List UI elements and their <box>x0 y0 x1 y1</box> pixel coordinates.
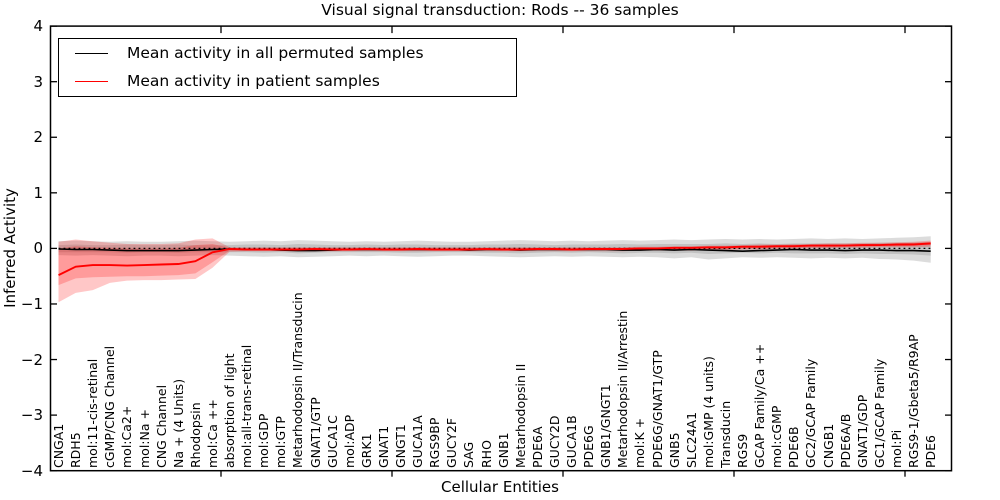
legend-label-permuted: Mean activity in all permuted samples <box>127 44 424 62</box>
legend: Mean activity in all permuted samples Me… <box>58 38 517 97</box>
legend-label-patient: Mean activity in patient samples <box>127 72 380 90</box>
x-tick-label: PDE6B <box>786 426 802 468</box>
legend-line-patient-icon <box>75 80 108 82</box>
x-tick-label: mol:GMP (4 units) <box>700 356 716 468</box>
x-tick-label: GC2/GCAP Family <box>803 358 819 468</box>
y-tick-label: 4 <box>33 17 43 36</box>
x-tick-label: GNAT1/GDP <box>854 394 870 468</box>
x-tick-label: GC1/GCAP Family <box>871 358 887 468</box>
x-tick-label: mol:Ca2+ <box>119 405 135 468</box>
x-tick-label: CNG Channel <box>153 384 169 468</box>
y-tick-label: 1 <box>33 183 43 202</box>
x-tick-label: GNB1 <box>495 432 511 468</box>
x-tick-label: Metarhodopsin II/Arrestin <box>615 310 631 468</box>
y-tick-label: 2 <box>33 128 43 147</box>
x-tick-label: mol:cGMP <box>769 405 785 468</box>
x-tick-label: GNAT1/GTP <box>307 397 323 468</box>
y-tick-label: −2 <box>20 350 43 369</box>
y-tick-label: 3 <box>33 72 43 91</box>
x-tick-label: PDE6 <box>923 434 939 468</box>
x-tick-label: GNB5 <box>666 432 682 468</box>
x-tick-label: GUCA1C <box>324 415 340 468</box>
x-tick-label: mol:GTP <box>273 416 289 468</box>
x-tick-label: PDE6A/B <box>837 413 853 468</box>
legend-entry-patient: Mean activity in patient samples <box>59 67 516 95</box>
x-tick-label: GNB1/GNGT1 <box>598 384 614 468</box>
x-tick-label: RHO <box>478 440 494 468</box>
x-tick-label: mol:11-cis-retinal <box>85 358 101 468</box>
y-tick-label: −3 <box>20 406 43 425</box>
x-tick-label: Rhodopsin <box>187 402 203 468</box>
x-tick-label: Transducin <box>717 400 733 468</box>
x-tick-label: Metarhodopsin II/Transducin <box>290 292 306 468</box>
x-tick-label: mol:Na + <box>136 409 152 468</box>
x-tick-label: cGMP/CNG Channel <box>102 345 118 468</box>
x-tick-label: RDH5 <box>68 432 84 468</box>
x-tick-label: RGS9BP <box>427 417 443 468</box>
x-tick-label: RGS9-1/Gbeta5/R9AP <box>906 334 922 468</box>
x-tick-label: mol:ADP <box>341 414 357 468</box>
x-tick-label: mol:all-trans-retinal <box>239 344 255 468</box>
x-tick-label: Na + (4 Units) <box>170 378 186 468</box>
x-tick-label: mol:Pi <box>888 429 904 468</box>
x-tick-label: GUCY2D <box>546 415 562 468</box>
y-tick-label: 0 <box>33 239 43 258</box>
x-tick-label: GUCY2F <box>444 417 460 468</box>
x-tick-label: mol:K + <box>632 417 648 468</box>
x-tick-label: PDE6G <box>581 425 597 468</box>
x-tick-label: PDE6G/GNAT1/GTP <box>649 350 665 468</box>
x-tick-label: GRK1 <box>358 433 374 468</box>
x-tick-label: mol:GDP <box>256 413 272 468</box>
y-axis-title: Inferred Activity <box>1 188 19 308</box>
y-tick-label: −4 <box>20 461 43 480</box>
chart-title: Visual signal transduction: Rods -- 36 s… <box>321 1 679 19</box>
legend-line-permuted-icon <box>75 52 108 54</box>
x-tick-label: SLC24A1 <box>683 411 699 468</box>
x-tick-label: GUCA1A <box>410 415 426 468</box>
x-axis-title: Cellular Entities <box>441 478 559 496</box>
x-tick-label: CNGB1 <box>820 423 836 468</box>
legend-entry-permuted: Mean activity in all permuted samples <box>59 39 516 67</box>
x-tick-label: mol:Ca ++ <box>204 399 220 468</box>
patient-mean-line <box>58 242 931 276</box>
x-tick-label: RGS9 <box>735 433 751 468</box>
x-tick-label: CNGA1 <box>51 423 67 468</box>
y-tick-label: −1 <box>20 294 43 313</box>
x-tick-label: absorption of light <box>222 353 238 468</box>
x-tick-label: GCAP Family/Ca ++ <box>752 343 768 468</box>
x-tick-label: GUCA1B <box>564 415 580 468</box>
x-tick-label: GNAT1 <box>375 425 391 468</box>
x-tick-label: Metarhodopsin II <box>512 363 528 468</box>
x-tick-label: PDE6A <box>529 426 545 468</box>
x-tick-label: GNGT1 <box>393 424 409 468</box>
x-tick-label: SAG <box>461 441 477 468</box>
